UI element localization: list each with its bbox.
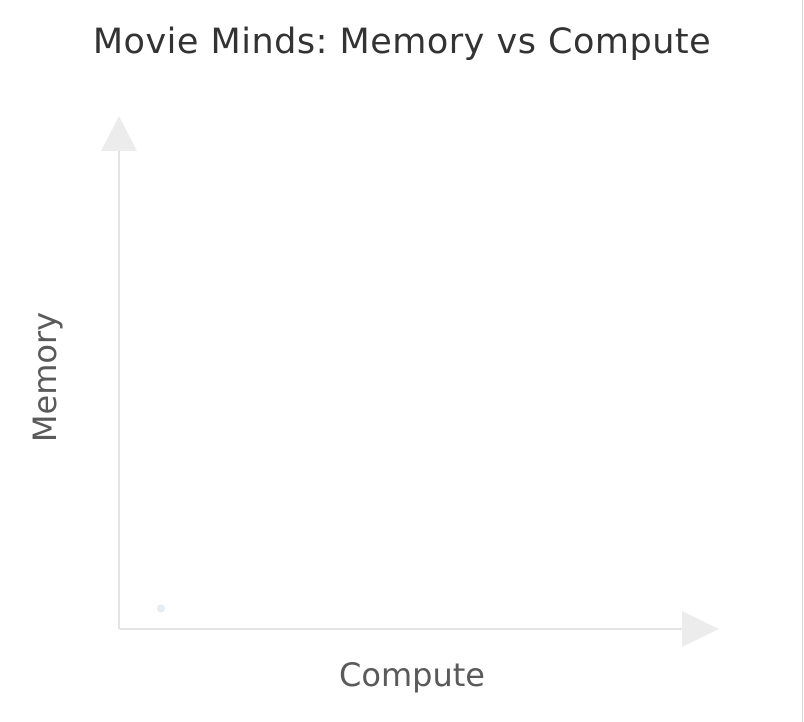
y-axis-arrow-icon — [101, 116, 137, 151]
data-points — [157, 604, 165, 613]
y-axis-label: Memory — [26, 311, 64, 443]
frame-edge — [802, 0, 803, 722]
x-axis-label: Compute — [339, 656, 485, 694]
chart-title: Movie Minds: Memory vs Compute — [92, 22, 712, 62]
data-point — [157, 604, 165, 613]
x-axis-arrow-icon — [682, 611, 719, 647]
